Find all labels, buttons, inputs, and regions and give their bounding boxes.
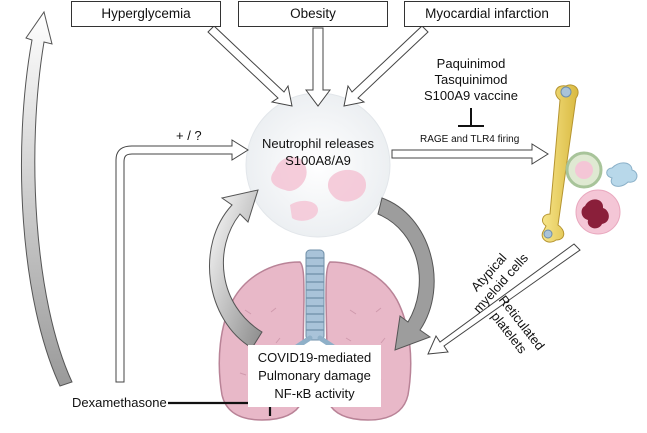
myocardial-infarction-box: Myocardial infarction [404,1,570,27]
neutrophil-label-line1: Neutrophil releases [261,136,374,151]
input-arrows [207,25,429,107]
lung-damage-box: COVID19-mediated Pulmonary damage NF-κB … [248,345,381,407]
myeloid-cell [565,151,603,189]
rage-tlr4-label: RAGE and TLR4 firing [420,134,520,145]
lung-box-line1: COVID19-mediated [257,350,372,365]
arrow-to-bone-marrow [391,143,549,165]
dexamethasone-label: Dexamethasone [72,395,167,410]
dexamethasone-arrows [20,10,249,387]
arrow-to-lungs [427,243,581,355]
hyperglycemia-box: Hyperglycemia [71,1,221,27]
lung-box-line3: NF-κB activity [274,386,355,401]
bone-marrow-illustration [541,84,638,243]
platelet [606,162,638,187]
neutrophil-label-line2: S100A8/A9 [285,153,351,168]
neutrophil-marrow-cell [575,189,621,235]
bone [541,84,579,243]
inhibitor-paquinimod: Paquinimod [436,56,506,71]
neutrophil-cell [245,92,391,238]
inhibitor-tasquinimod: Tasquinimod [434,72,508,87]
inhibition-bar [458,108,484,127]
obesity-box: Obesity [238,1,388,27]
inhibitor-s100a9-vaccine: S100A9 vaccine [424,88,518,103]
feedback-loop-arrows [209,189,435,351]
lung-box-line2: Pulmonary damage [258,368,371,383]
plus-question-label: + / ? [176,128,202,143]
